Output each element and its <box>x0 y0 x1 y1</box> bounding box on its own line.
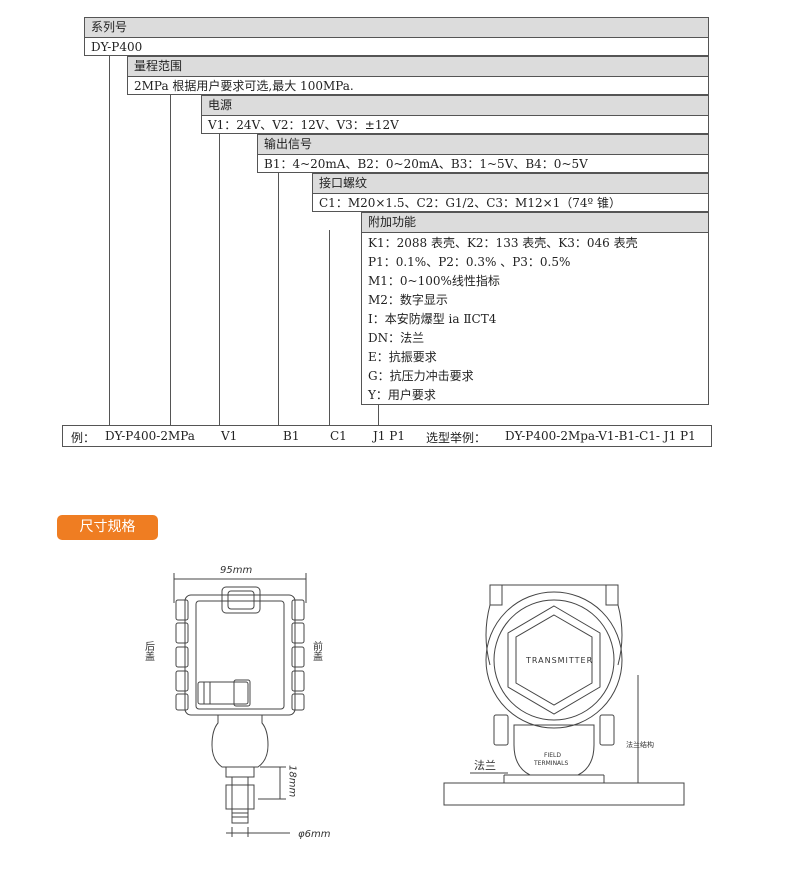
example-extra: J1 P1 <box>373 429 405 443</box>
extra-item: K1：2088 表壳、K2：133 表壳、K3：046 表壳 <box>368 236 638 250</box>
hex-fitting <box>225 784 255 810</box>
series-value: DY-P400 <box>91 40 143 54</box>
power-box: 电源 V1：24V、V2：12V、V3：±12V <box>201 95 709 134</box>
flange-plate <box>443 782 685 806</box>
interface-title: 接口螺纹 <box>313 174 708 194</box>
example-interface: C1 <box>330 429 347 443</box>
connector-extra <box>378 405 379 425</box>
field-label: FIELD <box>544 752 561 759</box>
signal-value: B1：4~20mA、B2：0~20mA、B3：1~5V、B4：0~5V <box>264 157 588 171</box>
cable-gland <box>197 681 249 705</box>
terminals-label: TERMINALS <box>533 760 569 767</box>
series-box: 系列号 DY-P400 <box>84 17 709 56</box>
connector-signal <box>278 173 279 425</box>
example-full: DY-P400-2Mpa-V1-B1-C1- J1 P1 <box>505 429 696 443</box>
example-full-label: 选型举例： <box>426 431 487 445</box>
extra-item: E：抗振要求 <box>368 350 437 364</box>
terminal-body <box>513 724 595 776</box>
height-label: 18mm <box>287 765 298 797</box>
connector-interface <box>329 230 330 425</box>
dia-label: φ6mm <box>298 829 331 840</box>
width-label: 95mm <box>220 565 252 576</box>
front-view-drawing: TRANSMITTER FIELD TERMINALS 法兰结构 法兰 <box>443 584 685 806</box>
side-view-drawing: 95mm 后盖 前盖 18mm φ6mm <box>143 565 331 840</box>
flange-structure-label: 法兰结构 <box>626 740 654 749</box>
top-cap <box>221 586 261 614</box>
neck <box>211 714 269 768</box>
range-title: 量程范围 <box>128 57 708 77</box>
front-cover-label: 前盖 <box>311 640 323 661</box>
power-value: V1：24V、V2：12V、V3：±12V <box>208 118 399 132</box>
dimensions-section-title: 尺寸规格 <box>57 515 158 540</box>
extra-item: Y：用户要求 <box>368 388 436 402</box>
transmitter-label: TRANSMITTER <box>525 656 593 665</box>
round-housing <box>485 591 623 729</box>
extra-item: I：本安防爆型 ia ⅡCT4 <box>368 312 497 326</box>
series-title: 系列号 <box>85 18 708 38</box>
example-signal: B1 <box>283 429 300 443</box>
example-row: 例： DY-P400-2MPa V1 B1 C1 J1 P1 选型举例： DY-… <box>62 425 712 447</box>
signal-title: 输出信号 <box>258 135 708 155</box>
hex-cover <box>507 605 601 715</box>
extra-item: G：抗压力冲击要求 <box>368 369 474 383</box>
flange-label: 法兰 <box>474 758 496 772</box>
example-label: 例： <box>71 431 96 445</box>
extra-item: M2：数字显示 <box>368 293 448 307</box>
extra-title: 附加功能 <box>362 213 708 233</box>
extra-box: 附加功能 K1：2088 表壳、K2：133 表壳、K3：046 表壳 P1：0… <box>361 212 709 405</box>
interface-box: 接口螺纹 C1：M20×1.5、C2：G1/2、C3：M12×1（74º 锥） <box>312 173 709 212</box>
extra-item: P1：0.1%、P2：0.3% 、P3：0.5% <box>368 255 571 269</box>
connector-power <box>219 134 220 425</box>
power-title: 电源 <box>202 96 708 116</box>
connector-series <box>109 56 110 425</box>
range-value: 2MPa 根据用户要求可选,最大 100MPa. <box>134 79 354 93</box>
signal-box: 输出信号 B1：4~20mA、B2：0~20mA、B3：1~5V、B4：0~5V <box>257 134 709 173</box>
extra-item: DN：法兰 <box>368 331 425 345</box>
extra-item: M1：0~100%线性指标 <box>368 274 500 288</box>
connector-range <box>170 95 171 425</box>
example-power: V1 <box>221 429 238 443</box>
back-cover-label: 后盖 <box>143 641 155 661</box>
interface-value: C1：M20×1.5、C2：G1/2、C3：M12×1（74º 锥） <box>319 196 622 210</box>
range-box: 量程范围 2MPa 根据用户要求可选,最大 100MPa. <box>127 56 709 95</box>
example-series: DY-P400-2MPa <box>105 429 195 443</box>
